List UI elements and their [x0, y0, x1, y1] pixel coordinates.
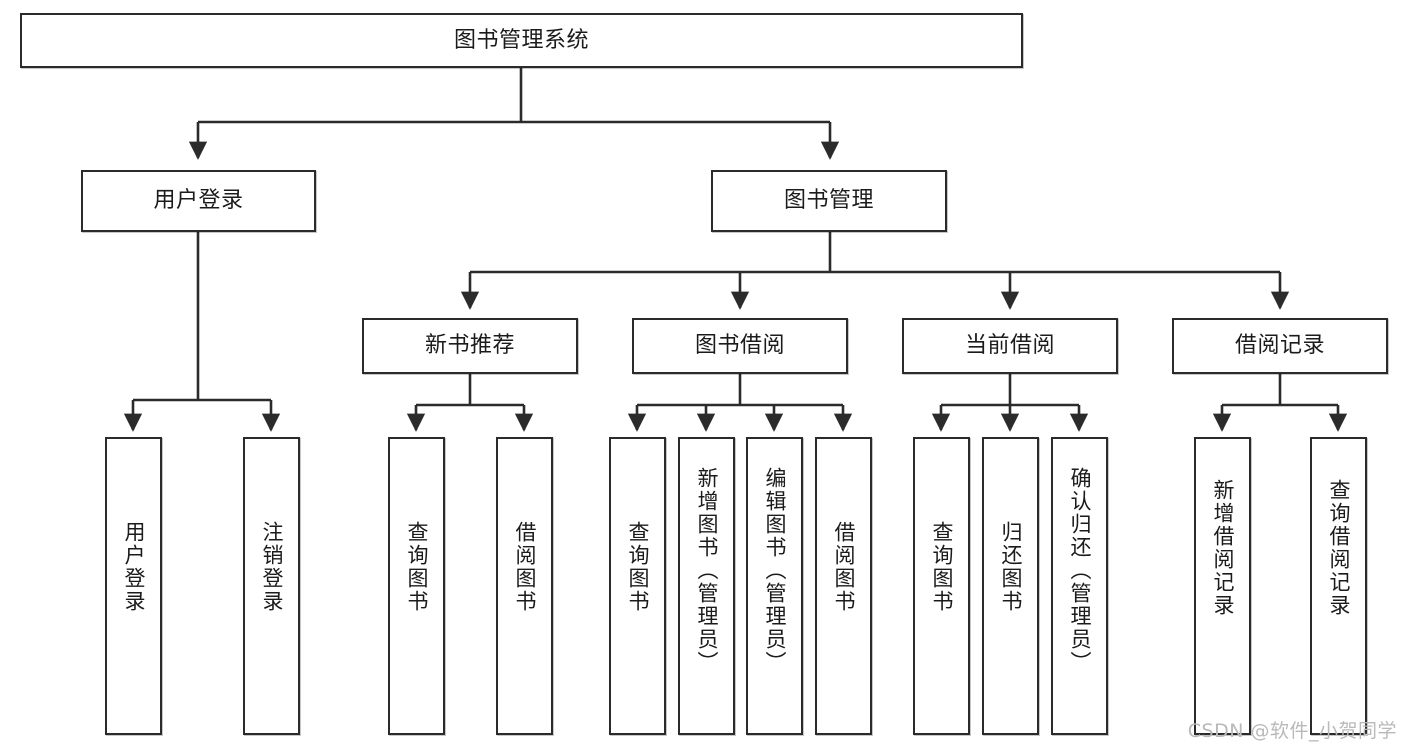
leaf-borrow-edit-book[interactable]: 编辑图书（管理员） — [746, 437, 803, 735]
node-label: 用户登录 — [122, 521, 146, 613]
node-new-book-recommend[interactable]: 新书推荐 — [362, 318, 578, 374]
node-label: 注销登录 — [260, 521, 284, 613]
node-label: 查询图书 — [405, 521, 429, 613]
leaf-new-book-query[interactable]: 查询图书 — [388, 437, 445, 735]
node-label: 图书管理 — [783, 188, 874, 214]
node-label: 确认归还（管理员） — [1068, 467, 1092, 674]
node-label: 图书管理系统 — [453, 27, 589, 53]
node-label: 新增借阅记录 — [1211, 479, 1235, 617]
leaf-new-book-borrow[interactable]: 借阅图书 — [496, 437, 553, 735]
csdn-watermark: CSDN @软件_小贺同学 — [1187, 720, 1397, 742]
node-root-system[interactable]: 图书管理系统 — [20, 13, 1023, 68]
node-current-borrow[interactable]: 当前借阅 — [902, 318, 1118, 374]
leaf-user-login[interactable]: 用户登录 — [105, 437, 162, 735]
node-label: 新书推荐 — [424, 333, 515, 359]
leaf-current-confirm-return[interactable]: 确认归还（管理员） — [1051, 437, 1108, 735]
node-label: 借阅图书 — [832, 521, 856, 613]
node-book-borrow[interactable]: 图书借阅 — [632, 318, 848, 374]
leaf-current-return-book[interactable]: 归还图书 — [982, 437, 1039, 735]
node-label: 编辑图书（管理员） — [763, 467, 787, 674]
node-label: 归还图书 — [999, 521, 1023, 613]
node-book-management[interactable]: 图书管理 — [711, 170, 947, 232]
leaf-borrow-query-book[interactable]: 查询图书 — [609, 437, 666, 735]
node-label: 当前借阅 — [964, 333, 1055, 359]
leaf-current-query-book[interactable]: 查询图书 — [913, 437, 970, 735]
node-borrow-record[interactable]: 借阅记录 — [1172, 318, 1388, 374]
leaf-borrow-add-book[interactable]: 新增图书（管理员） — [678, 437, 735, 735]
leaf-record-add[interactable]: 新增借阅记录 — [1194, 437, 1251, 735]
leaf-record-query[interactable]: 查询借阅记录 — [1310, 437, 1367, 735]
node-user-login[interactable]: 用户登录 — [81, 170, 316, 232]
node-label: 图书借阅 — [694, 333, 785, 359]
node-label: 用户登录 — [153, 188, 244, 214]
leaf-borrow-borrow-book[interactable]: 借阅图书 — [815, 437, 872, 735]
node-label: 查询图书 — [930, 521, 954, 613]
node-label: 借阅记录 — [1234, 333, 1325, 359]
leaf-user-logout[interactable]: 注销登录 — [243, 437, 300, 735]
node-label: 查询借阅记录 — [1327, 479, 1351, 617]
node-label: 新增图书（管理员） — [695, 467, 719, 674]
node-label: 借阅图书 — [513, 521, 537, 613]
node-label: 查询图书 — [626, 521, 650, 613]
